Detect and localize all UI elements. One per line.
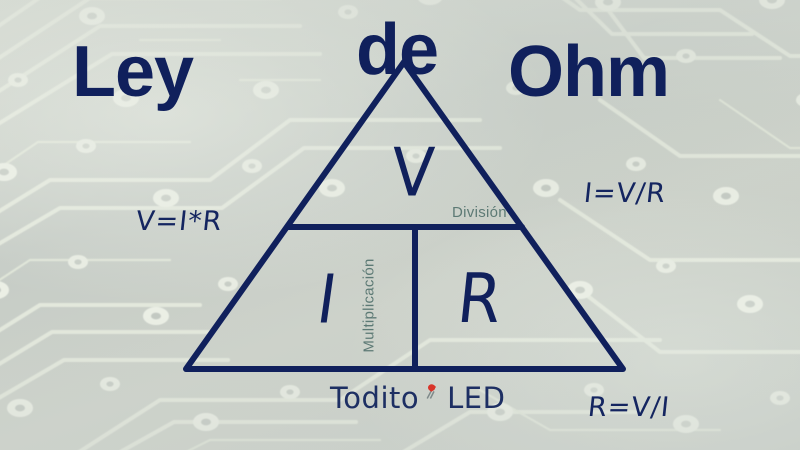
brand-word-todito: Todito	[330, 381, 420, 415]
formula-current: I=V/R	[582, 178, 668, 209]
operation-label-multiplication: Multiplicación	[360, 258, 378, 353]
page-title-word-de: de	[356, 10, 439, 90]
formula-voltage: V=I*R	[134, 206, 224, 237]
brand-watermark: Todito LED	[330, 384, 505, 413]
led-icon	[422, 382, 444, 408]
brand-word-led: LED	[447, 381, 506, 415]
variable-resistance: R	[453, 258, 506, 339]
page-title-word-ley: Ley	[72, 32, 194, 112]
page-title-word-ohm: Ohm	[508, 32, 670, 112]
operation-label-division: División	[452, 204, 507, 221]
formula-resistance: R=V/I	[586, 392, 672, 423]
variable-voltage: V	[389, 133, 437, 212]
